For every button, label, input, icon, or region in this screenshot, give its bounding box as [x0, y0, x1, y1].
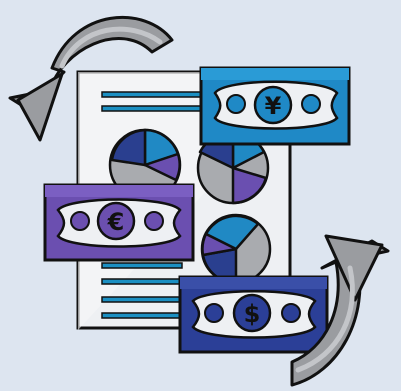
- yen-banknote: ¥: [199, 66, 351, 146]
- bill-dot-right: [144, 211, 164, 231]
- arrow-top-left-icon: [8, 15, 174, 142]
- arrow-bottom-right-icon: [290, 234, 390, 387]
- bill-dot-right: [301, 94, 321, 114]
- bill-dot-left: [204, 303, 224, 323]
- euro-banknote: €: [43, 183, 195, 262]
- euro-symbol-icon: €: [107, 208, 125, 236]
- bill-dot-left: [226, 94, 246, 114]
- pie-chart-left: [108, 128, 182, 202]
- dollar-banknote: $: [178, 275, 329, 354]
- bill-dot-left: [70, 211, 90, 231]
- pie-chart-bottom: [200, 213, 272, 285]
- dollar-symbol-icon: $: [244, 300, 261, 328]
- yen-symbol-icon: ¥: [265, 92, 282, 120]
- bill-dot-right: [281, 303, 301, 323]
